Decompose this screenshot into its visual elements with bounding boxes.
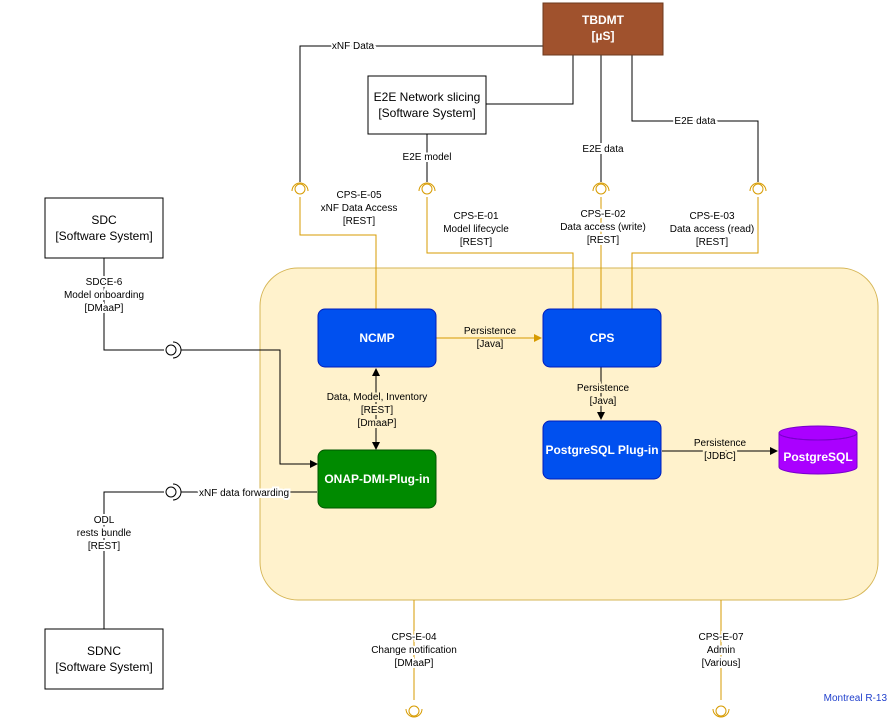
svg-text:Persistence: Persistence: [694, 438, 747, 449]
socket-cps-e01: [418, 182, 436, 195]
odl-label: ODL rests bundle [REST]: [75, 513, 134, 554]
sdc-tech: [Software System]: [55, 229, 152, 243]
cps-e01-label: CPS-E-01 Model lifecycle [REST]: [443, 211, 509, 248]
sdc-dmi-line: [181, 349, 318, 468]
postgresql-plugin-node[interactable]: PostgreSQL Plug-in: [542, 420, 662, 480]
svg-text:[REST]: [REST]: [587, 235, 619, 246]
svg-text:[Java]: [Java]: [590, 396, 617, 407]
cps-e03-label: CPS-E-03 Data access (read) [REST]: [670, 211, 754, 248]
ncmp-dmi-label: Data, Model, Inventory [REST] [DmaaP]: [325, 390, 430, 431]
svg-text:[DMaaP]: [DMaaP]: [395, 658, 434, 669]
svg-text:[JDBC]: [JDBC]: [704, 451, 736, 462]
svg-text:CPS-E-04: CPS-E-04: [391, 632, 436, 643]
tbdmt-xnf-data-line: [299, 45, 543, 182]
tbdmt-e2e-line: [486, 55, 574, 105]
svg-text:[DmaaP]: [DmaaP]: [358, 418, 397, 429]
sdnc-node[interactable]: SDNC [Software System]: [44, 628, 164, 690]
svg-text:rests bundle: rests bundle: [77, 528, 132, 539]
socket-cps-e03: [749, 182, 767, 195]
cps-e03-gold-line: [631, 197, 759, 309]
svg-text:CPS-E-03: CPS-E-03: [689, 211, 734, 222]
tbdmt-name: TBDMT: [582, 13, 625, 27]
svg-text:xNF Data Access: xNF Data Access: [321, 203, 398, 214]
cps-e04-label: CPS-E-04 Change notification [DMaaP]: [369, 630, 459, 671]
cps-pgplugin-label: Persistence [Java]: [575, 381, 632, 409]
svg-text:Model lifecycle: Model lifecycle: [443, 224, 509, 235]
sdc-node[interactable]: SDC [Software System]: [44, 197, 164, 259]
socket-cps-e02: [592, 182, 610, 195]
svg-text:Persistence: Persistence: [464, 326, 517, 337]
svg-text:Model onboarding: Model onboarding: [64, 290, 144, 301]
postgresql-db-node[interactable]: PostgreSQL: [778, 425, 858, 475]
sdnc-odl-line: [103, 491, 164, 629]
e2e-network-slicing-node[interactable]: E2E Network slicing [Software System]: [367, 75, 487, 135]
cps-name: CPS: [590, 331, 615, 345]
cps-e05-label: CPS-E-05 xNF Data Access [REST]: [321, 190, 398, 227]
svg-text:Data access (write): Data access (write): [560, 222, 646, 233]
svg-text:SDCE-6: SDCE-6: [86, 277, 123, 288]
sdnc-name: SDNC: [87, 644, 121, 658]
svg-text:[Various]: [Various]: [702, 658, 741, 669]
socket-cps-e04: [405, 705, 423, 718]
svg-text:Data access (read): Data access (read): [670, 224, 754, 235]
postgresql-name: PostgreSQL: [783, 450, 852, 464]
cps-e05-gold-line: [299, 197, 377, 309]
svg-text:CPS-E-02: CPS-E-02: [580, 209, 625, 220]
tbdmt-node[interactable]: TBDMT [µS]: [542, 2, 664, 56]
svg-text:[REST]: [REST]: [88, 541, 120, 552]
release-note: Montreal R-13: [824, 693, 888, 704]
svg-text:CPS-E-01: CPS-E-01: [453, 211, 498, 222]
svg-text:CPS-E-07: CPS-E-07: [698, 632, 743, 643]
svg-text:CPS-E-05: CPS-E-05: [336, 190, 381, 201]
socket-cps-e07: [712, 705, 730, 718]
ncmp-cps-label: Persistence [Java]: [464, 326, 517, 350]
svg-text:[DMaaP]: [DMaaP]: [85, 303, 124, 314]
e2e-tech: [Software System]: [378, 106, 475, 120]
cps-e01-gold-line: [426, 197, 574, 309]
socket-sdce6: [165, 341, 182, 359]
svg-text:[REST]: [REST]: [460, 237, 492, 248]
cps-node[interactable]: CPS: [542, 308, 662, 368]
e2e-name: E2E Network slicing: [374, 90, 481, 104]
sdnc-tech: [Software System]: [55, 660, 152, 674]
sdc-name: SDC: [91, 213, 117, 227]
dmi-name: ONAP-DMI-Plug-in: [324, 472, 429, 486]
sdc-line: [103, 258, 164, 351]
svg-text:[REST]: [REST]: [343, 216, 375, 227]
onap-dmi-plugin-node[interactable]: ONAP-DMI-Plug-in: [317, 449, 437, 509]
svg-text:Persistence: Persistence: [577, 383, 630, 394]
svg-text:[REST]: [REST]: [696, 237, 728, 248]
pgplugin-name: PostgreSQL Plug-in: [545, 443, 658, 457]
e2e-data-mid-label: E2E data: [582, 144, 624, 155]
ncmp-name: NCMP: [359, 331, 394, 345]
xnf-data-label: xNF Data: [332, 41, 375, 52]
svg-text:Change notification: Change notification: [371, 645, 457, 656]
cps-e07-label: CPS-E-07 Admin [Various]: [696, 630, 745, 671]
tbdmt-tech: [µS]: [592, 29, 615, 43]
svg-text:Admin: Admin: [707, 645, 735, 656]
svg-text:Data, Model, Inventory: Data, Model, Inventory: [327, 392, 428, 403]
cps-e02-label: CPS-E-02 Data access (write) [REST]: [558, 207, 648, 248]
socket-odl: [165, 483, 182, 501]
e2e-model-label: E2E model: [403, 152, 452, 163]
ncmp-node[interactable]: NCMP: [317, 308, 437, 368]
socket-cps-e05: [291, 182, 309, 195]
pgplugin-db-label: Persistence [JDBC]: [692, 436, 749, 464]
svg-text:[Java]: [Java]: [477, 339, 504, 350]
svg-text:[REST]: [REST]: [361, 405, 393, 416]
tbdmt-e2e-data-read-line: [631, 55, 759, 182]
svg-text:ODL: ODL: [94, 515, 115, 526]
xnf-forwarding-label: xNF data forwarding: [199, 488, 289, 499]
sdce6-label: SDCE-6 Model onboarding [DMaaP]: [62, 275, 146, 316]
e2e-data-top-label: E2E data: [674, 116, 716, 127]
